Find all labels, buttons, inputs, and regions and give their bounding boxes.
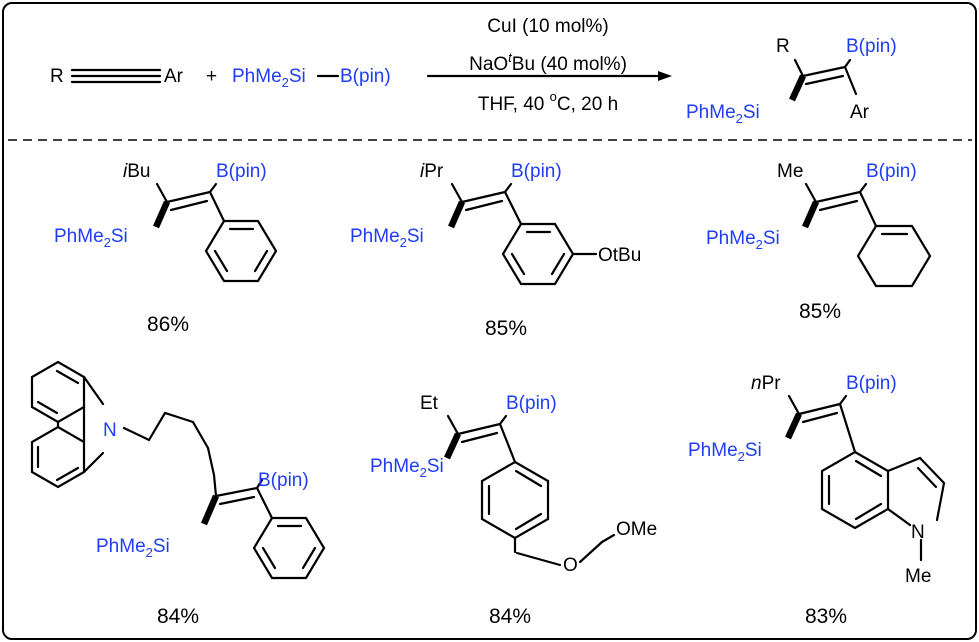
plus-sign: + (206, 66, 217, 87)
product-1-yield: 86% (147, 313, 189, 336)
product-6-si: PhMe2Si (688, 440, 762, 464)
product-bpin-label: B(pin) (846, 36, 897, 57)
product-4-carbazole (30, 360, 105, 489)
product-6-nitrogen: N (911, 522, 925, 543)
product-6: nPr B(pin) PhMe2Si N Me 83% (688, 373, 946, 628)
product-6-n-methyl: Me (905, 566, 931, 587)
product-4-yield: 84% (157, 605, 199, 628)
product-2-yield: 85% (485, 317, 527, 340)
product-5-substituent: Et (420, 393, 439, 414)
product-5-aryl-ring (480, 460, 550, 554)
product-4-phenyl-ring (252, 516, 326, 580)
silylborane-si-label: PhMe2Si (232, 66, 306, 90)
product-2-si: PhMe2Si (350, 226, 424, 250)
product-3: Me B(pin) PhMe2Si 85% (706, 161, 932, 323)
product-4-bpin: B(pin) (258, 470, 309, 491)
product-3-si: PhMe2Si (706, 228, 780, 252)
product-2-substituent: iPr (420, 161, 444, 182)
product-r-label: R (776, 36, 790, 57)
product-4: N B(pin) PhMe2Si 84% (30, 360, 326, 628)
product-5-ome: OMe (616, 519, 657, 540)
product-1-bpin: B(pin) (216, 161, 267, 182)
product-3-cyclohexene-ring (856, 224, 932, 288)
product-2: iPr B(pin) PhMe2Si OtBu 85% (350, 161, 641, 340)
product-1-substituent: iBu (123, 161, 150, 182)
product-4-nitrogen: N (103, 420, 117, 441)
product-3-substituent: Me (777, 161, 803, 182)
product-5-ether-oxygen: O (563, 555, 578, 576)
condition-solvent: THF, 40 oC, 20 h (478, 89, 618, 115)
product-3-yield: 85% (799, 300, 841, 323)
condition-catalyst: CuI (10 mol%) (487, 16, 608, 37)
alkyne-ar-label: Ar (164, 66, 184, 87)
alkyne-r-label: R (50, 66, 64, 87)
product-6-substituent: nPr (751, 373, 781, 394)
product-5-si: PhMe2Si (370, 456, 444, 480)
condition-base: NaOtBu (40 mol%) (469, 50, 627, 75)
product-2-otbu: OtBu (598, 245, 641, 266)
product-6-indole (820, 450, 946, 530)
product-5-bpin: B(pin) (506, 393, 557, 414)
product-5-yield: 84% (489, 605, 531, 628)
product-si-label: PhMe2Si (686, 102, 760, 126)
product-3-bpin: B(pin) (866, 161, 917, 182)
product-ar-label: Ar (850, 102, 870, 123)
product-2-bpin: B(pin) (511, 161, 562, 182)
reaction-arrowhead (658, 71, 672, 81)
product-4-si: PhMe2Si (96, 536, 170, 560)
silylborane-b-label: B(pin) (340, 66, 391, 87)
product-5: Et B(pin) PhMe2Si O OMe 84% (370, 393, 657, 628)
product-1: iBu B(pin) PhMe2Si 86% (54, 161, 278, 336)
reaction-equation: R Ar + PhMe2Si B(pin) CuI (10 mol%) NaOt… (50, 16, 897, 126)
product-1-phenyl-ring (204, 219, 278, 283)
product-2-aryl-ring (501, 222, 598, 286)
product-6-yield: 83% (805, 605, 847, 628)
product-1-si: PhMe2Si (54, 226, 128, 250)
product-6-bpin: B(pin) (846, 373, 897, 394)
